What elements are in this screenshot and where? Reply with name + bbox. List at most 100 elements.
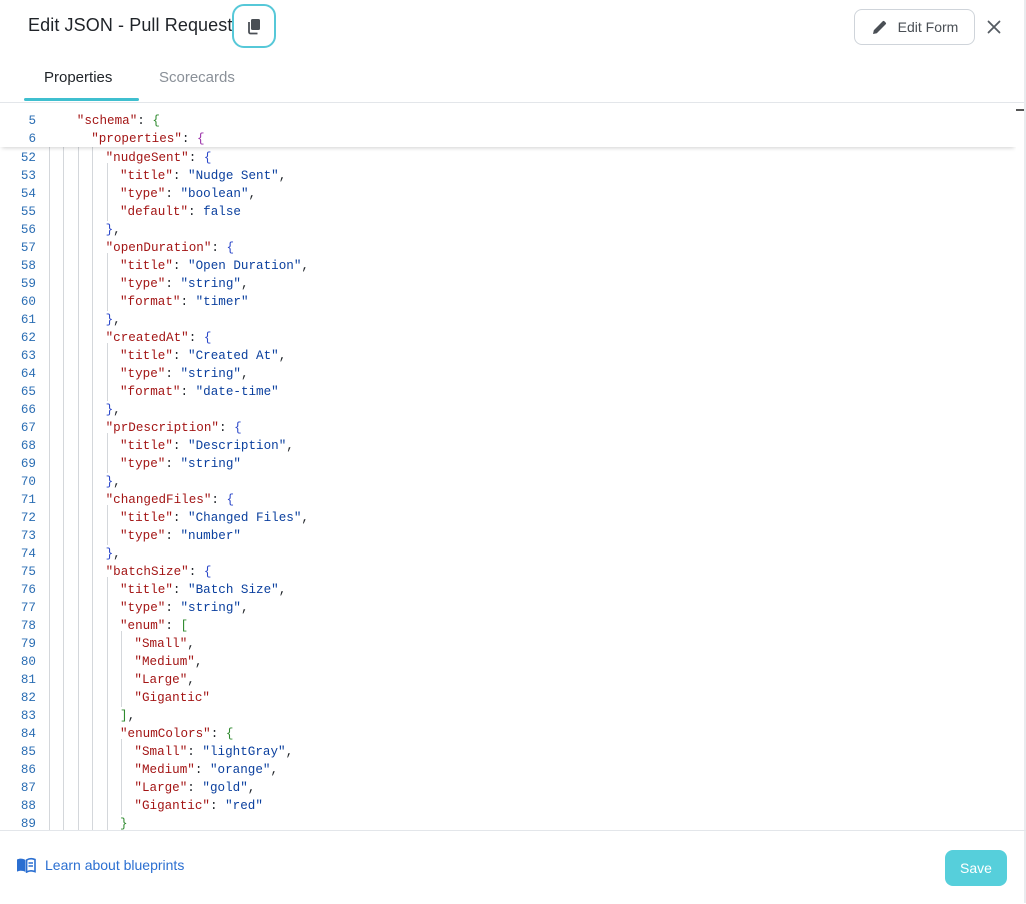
code-line[interactable]: 82"Gigantic" [0, 689, 1016, 707]
code-line[interactable]: 83], [0, 707, 1016, 725]
edit-form-button[interactable]: Edit Form [854, 9, 975, 45]
save-button[interactable]: Save [945, 850, 1007, 886]
code-text: "title": "Open Duration", [120, 257, 309, 275]
tab-properties[interactable]: Properties [44, 69, 113, 86]
code-line[interactable]: 89} [0, 815, 1016, 830]
code-token: "boolean" [180, 187, 249, 201]
code-line[interactable]: 62"createdAt": { [0, 329, 1016, 347]
code-token: : [172, 169, 189, 183]
code-line[interactable]: 74}, [0, 545, 1016, 563]
code-line[interactable]: 81"Large", [0, 671, 1016, 689]
code-line[interactable]: 66}, [0, 401, 1016, 419]
code-line[interactable]: 67"prDescription": { [0, 419, 1016, 437]
line-number: 58 [20, 259, 36, 273]
code-text: "prDescription": { [106, 419, 242, 437]
code-line[interactable]: 57"openDuration": { [0, 239, 1016, 257]
tab-scorecards[interactable]: Scorecards [159, 69, 235, 86]
editor-scrollbar[interactable] [1024, 0, 1026, 903]
code-token: "Medium" [134, 763, 195, 777]
code-line[interactable]: 64"type": "string", [0, 365, 1016, 383]
code-line[interactable]: 80 "Medium", [0, 653, 1016, 671]
code-token: : [172, 259, 189, 273]
code-token: , [278, 169, 287, 183]
modal-title: Edit JSON - Pull Request [28, 15, 233, 35]
code-token: : [188, 205, 204, 219]
code-line[interactable]: 53"title": "Nudge Sent", [0, 167, 1016, 185]
code-line[interactable]: 68"title": "Description", [0, 437, 1016, 455]
copy-json-button[interactable] [232, 4, 276, 48]
code-line[interactable]: 78"enum": [ [0, 617, 1016, 635]
indent-guide [92, 145, 94, 830]
line-number: 6 [28, 132, 36, 146]
code-line[interactable]: 72"title": "Changed Files", [0, 509, 1016, 527]
code-line[interactable]: 86"Medium": "orange", [0, 761, 1016, 779]
code-line[interactable]: 60"format": "timer" [0, 293, 1016, 311]
code-line[interactable]: 75"batchSize": { [0, 563, 1016, 581]
code-line[interactable]: 61}, [0, 311, 1016, 329]
line-number: 88 [20, 799, 36, 813]
code-token: "title" [120, 259, 173, 273]
code-line[interactable]: 88"Gigantic": "red" [0, 797, 1016, 815]
code-token: , [278, 583, 287, 597]
code-line[interactable]: 58 "title": "Open Duration", [0, 257, 1016, 275]
code-line[interactable]: 85"Small": "lightGray", [0, 743, 1016, 761]
code-line[interactable]: 52"nudgeSent": { [0, 149, 1016, 167]
code-text: }, [106, 473, 121, 491]
code-token: , [248, 187, 257, 201]
code-token: : [180, 295, 196, 309]
modal-header: Edit JSON - Pull Request Edit Form [0, 0, 1026, 56]
code-token: , [194, 655, 203, 669]
code-text: "format": "date-time" [120, 383, 279, 401]
code-token: "number" [180, 529, 241, 543]
line-number: 63 [20, 349, 36, 363]
code-token: { [152, 114, 160, 128]
code-line[interactable]: 6"properties": { [0, 130, 1016, 148]
line-number: 82 [20, 691, 36, 705]
code-text: "schema": { [77, 112, 160, 130]
code-token: : [180, 385, 196, 399]
code-text: "Large": "gold", [134, 779, 255, 797]
sticky-scroll-header: 5"schema": { 6 "properties": { [0, 103, 1016, 147]
code-line[interactable]: 70}, [0, 473, 1016, 491]
code-token: "enum" [120, 619, 166, 633]
code-line[interactable]: 65"format": "date-time" [0, 383, 1016, 401]
code-text: "type": "boolean", [120, 185, 256, 203]
indent-guide [106, 163, 108, 221]
line-number: 62 [20, 331, 36, 345]
code-token: { [203, 151, 212, 165]
learn-about-blueprints-link[interactable]: Learn about blueprints [16, 857, 184, 873]
code-line[interactable]: 56}, [0, 221, 1016, 239]
code-line[interactable]: 76"title": "Batch Size", [0, 581, 1016, 599]
code-line[interactable]: 77"type": "string", [0, 599, 1016, 617]
line-number: 56 [20, 223, 36, 237]
scrollbar-thumb[interactable] [1016, 109, 1024, 111]
code-line[interactable]: 5"schema": { [0, 112, 1016, 130]
code-token: "Large" [134, 781, 188, 795]
code-token: "timer" [195, 295, 249, 309]
code-token: "enumColors" [120, 727, 211, 741]
close-icon [987, 20, 1001, 34]
code-line[interactable]: 84"enumColors": { [0, 725, 1016, 743]
code-line[interactable]: 87"Large": "gold", [0, 779, 1016, 797]
line-number: 85 [20, 745, 36, 759]
code-line[interactable]: 54"type": "boolean", [0, 185, 1016, 203]
code-line[interactable]: 73"type": "number" [0, 527, 1016, 545]
json-code-editor[interactable]: 5"schema": { 6 "properties": { 52"nudgeSen… [0, 103, 1016, 830]
close-button[interactable] [983, 16, 1005, 38]
code-line[interactable]: 63"title": "Created At", [0, 347, 1016, 365]
code-line[interactable]: 69"type": "string" [0, 455, 1016, 473]
code-text: "type": "string", [120, 365, 249, 383]
code-token: "properties" [91, 132, 182, 146]
code-line[interactable]: 59"type": "string", [0, 275, 1016, 293]
line-number: 80 [20, 655, 36, 669]
code-token: "changedFiles" [105, 493, 212, 507]
code-token: : [137, 114, 153, 128]
line-number: 71 [20, 493, 36, 507]
code-text: "Small", [134, 635, 194, 653]
code-line[interactable]: 71"changedFiles": { [0, 491, 1016, 509]
code-line[interactable]: 55"default": false [0, 203, 1016, 221]
code-text: "format": "timer" [120, 293, 249, 311]
code-text: "type": "string" [120, 455, 241, 473]
code-token: "Medium" [134, 655, 195, 669]
code-line[interactable]: 79"Small", [0, 635, 1016, 653]
